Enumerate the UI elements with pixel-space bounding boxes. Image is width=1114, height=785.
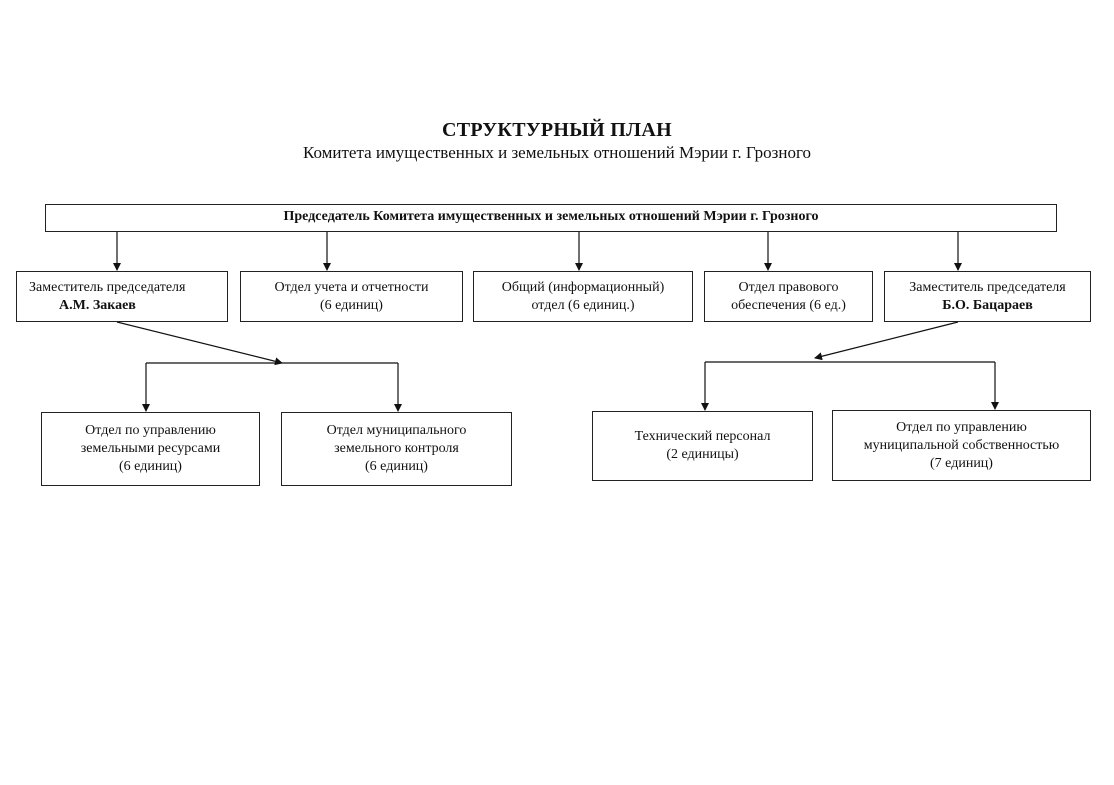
deputy-zakaev-box: Заместитель председателя А.М. Закаев — [16, 271, 228, 322]
technical-staff-name: Технический персонал — [634, 429, 771, 444]
municipal-property-line2: муниципальной собственностью — [863, 437, 1060, 453]
legal-dept-units: обеспечения (6 ед.) — [731, 297, 846, 313]
land-control-line2: земельного контроля — [334, 441, 459, 456]
accounting-dept-box: Отдел учета и отчетности (6 единиц) — [240, 271, 463, 322]
land-resources-line1: Отдел по управлению — [85, 423, 216, 438]
general-dept-name: Общий (информационный) — [501, 279, 665, 295]
municipal-property-line1: Отдел по управлению — [896, 419, 1027, 435]
land-control-line1: Отдел муниципального — [326, 423, 467, 438]
deputy-zakaev-role: Заместитель председателя — [29, 279, 186, 295]
technical-staff-box: Технический персонал (2 единицы) — [592, 411, 813, 481]
land-control-units: (6 единиц) — [365, 459, 428, 474]
legal-dept-name: Отдел правового — [738, 279, 839, 295]
accounting-dept-units: (6 единиц) — [320, 297, 383, 313]
legal-dept-box: Отдел правового обеспечения (6 ед.) — [704, 271, 873, 322]
general-dept-box: Общий (информационный) отдел (6 единиц.) — [473, 271, 693, 322]
deputy-zakaev-name: А.М. Закаев — [59, 297, 136, 313]
diagram-title: СТРУКТУРНЫЙ ПЛАН — [442, 119, 672, 141]
arrow-deputy-left-diagonal — [116, 321, 283, 366]
arrow-deputy-right-diagonal — [814, 321, 959, 361]
municipal-property-dept-box: Отдел по управлению муниципальной собств… — [832, 410, 1091, 481]
land-resources-units: (6 единиц) — [119, 459, 182, 474]
accounting-dept-name: Отдел учета и отчетности — [274, 279, 429, 295]
land-resources-dept-box: Отдел по управлению земельными ресурсами… — [41, 412, 260, 486]
chair-label: Председатель Комитета имущественных и зе… — [283, 209, 819, 224]
land-resources-line2: земельными ресурсами — [80, 441, 221, 456]
municipal-property-units: (7 единиц) — [930, 455, 993, 471]
chair-box: Председатель Комитета имущественных и зе… — [45, 204, 1057, 232]
land-control-dept-box: Отдел муниципального земельного контроля… — [281, 412, 512, 486]
general-dept-units: отдел (6 единиц.) — [531, 297, 635, 313]
deputy-batsaraev-role: Заместитель председателя — [909, 279, 1066, 295]
diagram-subtitle: Комитета имущественных и земельных отнош… — [302, 143, 812, 162]
technical-staff-units: (2 единицы) — [666, 447, 739, 462]
deputy-batsaraev-name: Б.О. Бацараев — [942, 297, 1033, 313]
deputy-batsaraev-box: Заместитель председателя Б.О. Бацараев — [884, 271, 1091, 322]
